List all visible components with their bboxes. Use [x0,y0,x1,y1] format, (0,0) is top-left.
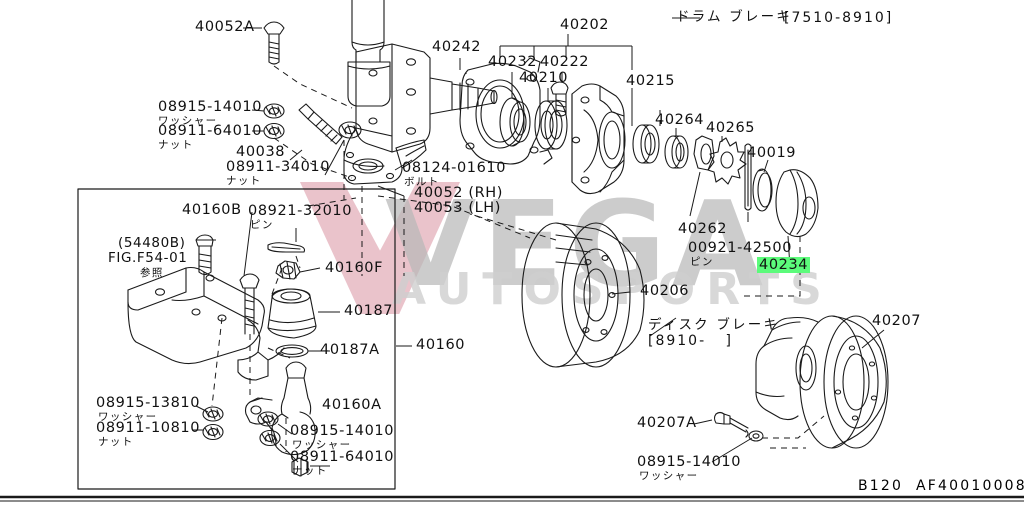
label-fig-f54-01: FIG.F54-01 [108,250,188,266]
label-08911-34010: 08911-34010 [226,159,331,175]
transverse-link-drawing [127,266,285,381]
label-nut-10810: ナット [98,436,134,448]
label-nut-34010: ナット [226,175,262,187]
stud-40222-drawing [550,81,569,117]
label-40160: 40160 [416,337,466,353]
nut-08911-34010-drawing [338,121,362,139]
label-40187A: 40187A [320,342,380,358]
bearing-40210-drawing [534,100,568,150]
label-pin-32010: ピン [250,219,274,231]
hub-40202-drawing [571,83,626,195]
label-nut-top: ナット [158,139,194,151]
label-08915-14010-btm: 08915-14010 [637,454,742,470]
nut-08911-64010-top-drawing [263,122,285,140]
label-washer-13810: ワッシャー [98,411,158,423]
bolt-40038-drawing [298,103,343,145]
label-40242: 40242 [432,39,482,55]
dust-boot-40187-drawing [267,288,317,339]
label-08915-14010-inset: 08915-14010 [290,423,395,439]
brake-drum-40206-drawing [521,222,645,368]
seal-ring-40187A-drawing [275,344,309,358]
label-40222: 40222 [540,54,590,70]
label-bolt-01610: ボルト [404,176,440,188]
lockwasher-40265-drawing [707,137,747,185]
stud-40160B-drawing [239,273,260,335]
cotter-pin-00921-42500-drawing [744,143,752,211]
label-00921-42500: 00921-42500 [688,240,793,256]
disc-brake-range: [8910- ] [648,333,733,349]
bearing-40215-drawing [632,124,660,164]
label-40234-highlighted: 40234 [757,257,811,273]
label-08124-01610: 08124-01610 [402,160,507,176]
dust-cap-40234-drawing [775,169,819,238]
label-40187: 40187 [344,303,394,319]
nut-40160A-drawing [291,457,309,477]
seal-40232-drawing [499,97,531,147]
label-40160A: 40160A [322,397,382,413]
label-08911-10810: 08911-10810 [96,420,201,436]
label-nut-64010-inset: ナット [292,465,328,477]
bolt-40052A-drawing [263,21,285,65]
label-40052-rh: 40052 (RH) [414,185,504,201]
washer-08915-13810-drawing [202,406,224,422]
inset-detail-box [77,188,396,490]
label-40053-lh: 40053 (LH) [414,200,502,216]
label-08911-64010-inset: 08911-64010 [290,449,395,465]
bolt-54480B-drawing [195,234,214,276]
brake-rotor-40207-drawing [755,315,889,449]
nut-40160F-drawing [275,260,301,280]
label-08915-14010-top: 08915-14010 [158,99,263,115]
label-40160F: 40160F [325,260,384,276]
disc-brake-title: ディスク ブレーキ [648,317,780,333]
label-40160B: 40160B [182,202,242,218]
label-08915-13810: 08915-13810 [96,395,201,411]
label-08911-64010-top: 08911-64010 [158,123,263,139]
cotter-pin-08921-32010-drawing [267,242,306,253]
strut-tube-drawing [347,0,391,107]
label-40019: 40019 [747,145,797,161]
label-40215: 40215 [626,73,676,89]
locknut-40262-drawing [693,135,715,171]
leader-lines [192,17,885,467]
footer-page-number: B120 [858,478,904,494]
label-40038: 40038 [236,144,286,160]
label-54480B: (54480B) [118,235,186,251]
label-40265: 40265 [706,120,756,136]
nut-08911-10810-drawing [202,423,224,441]
steering-knuckle-drawing [343,43,498,185]
backing-plate-40242-drawing [459,57,553,165]
label-40264: 40264 [655,112,705,128]
footer-diagram-code: AF40010008 [916,478,1024,494]
label-40210: 40210 [519,70,569,86]
snap-ring-40019-drawing [752,168,773,212]
label-pin-42500: ピン [690,256,714,268]
label-40207A: 40207A [637,415,697,431]
nut-08911-64010-inset-drawing [259,429,281,447]
washer-08915-14010-btm-drawing [748,430,764,442]
label-40202: 40202 [560,17,610,33]
label-08921-32010: 08921-32010 [248,203,353,219]
label-40232: 40232 [488,54,538,70]
seal-40264-drawing [664,135,689,169]
label-40206: 40206 [640,283,690,299]
label-washer-top: ワッシャー [158,115,218,127]
label-washer-btm: ワッシャー [639,470,699,482]
drum-brake-range: [7510-8910] [784,10,894,26]
label-40052A: 40052A [195,19,255,35]
assembly-dashed-lines [211,65,825,452]
bolt-40207A-drawing [713,411,749,438]
label-sansho: 参照 [140,267,164,279]
washer-08915-14010-inset-drawing [257,411,279,427]
label-40262: 40262 [678,221,728,237]
label-40207: 40207 [872,313,922,329]
washer-08915-14010-top-drawing [263,103,285,119]
drum-brake-title: ドラム ブレーキ [676,9,792,25]
label-washer-14010-inset: ワッシャー [292,439,352,451]
